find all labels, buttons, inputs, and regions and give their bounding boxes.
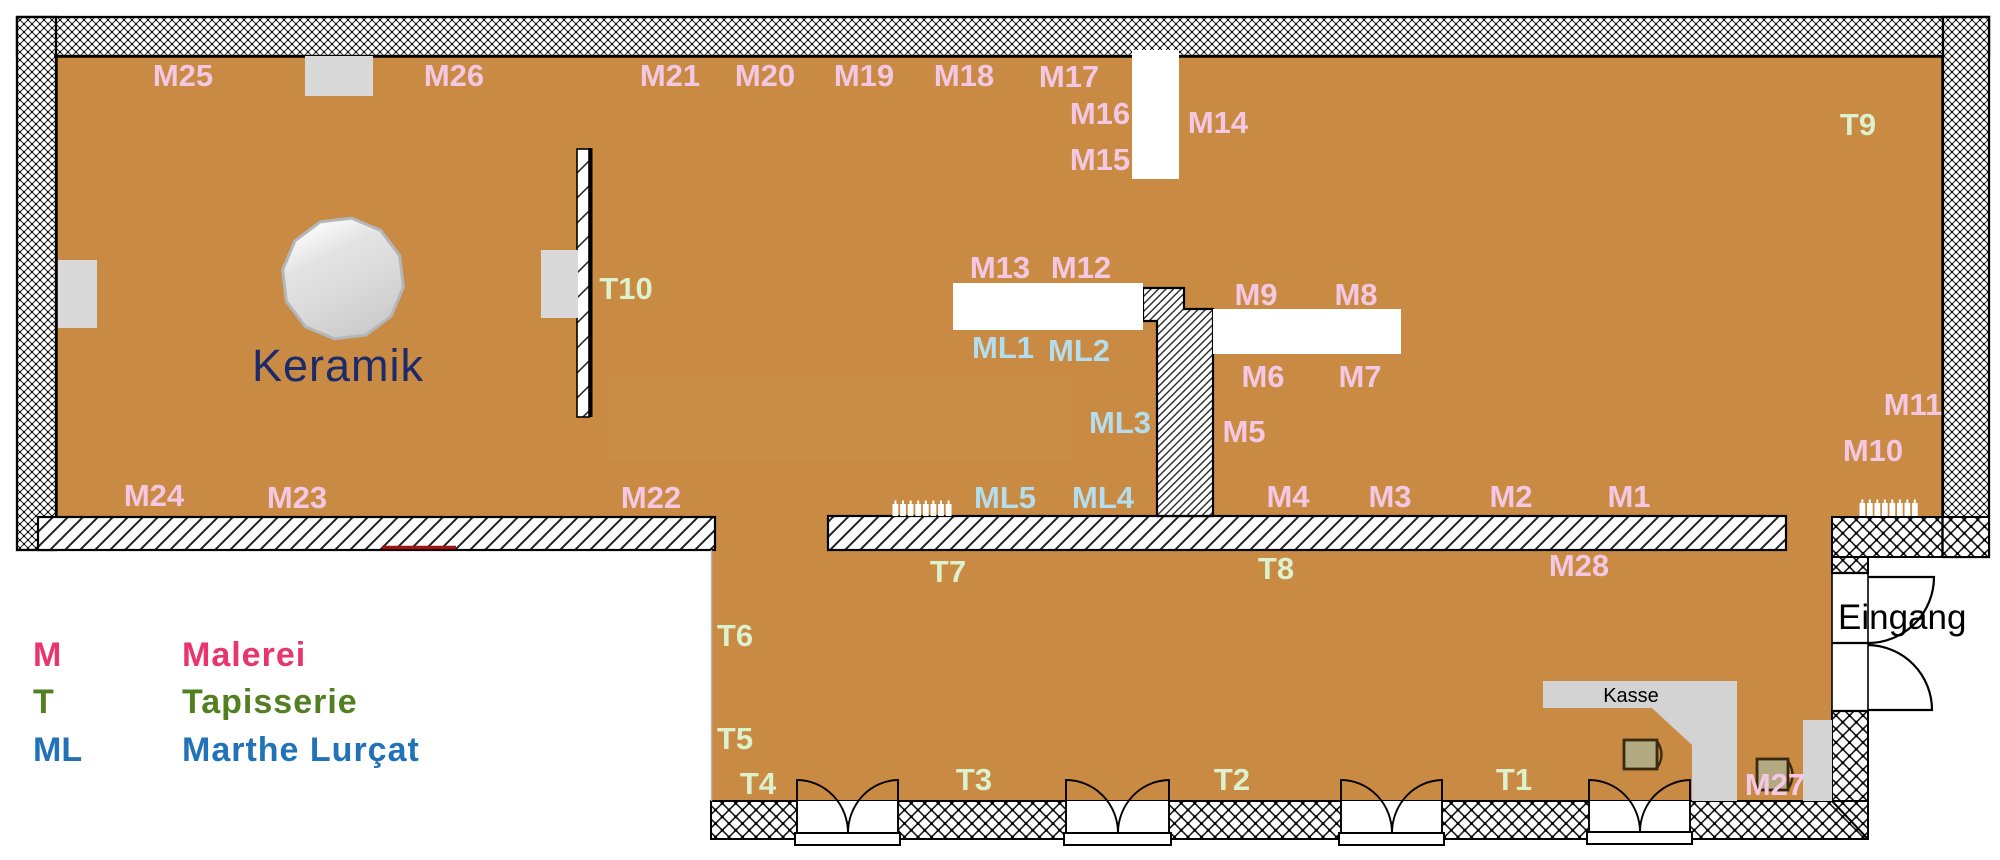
svg-text:T3: T3 <box>956 762 992 797</box>
svg-text:T10: T10 <box>599 271 652 306</box>
svg-text:T2: T2 <box>1214 762 1250 797</box>
svg-text:T5: T5 <box>717 721 753 756</box>
svg-text:T4: T4 <box>740 766 777 801</box>
svg-text:ML3: ML3 <box>1089 405 1151 440</box>
svg-text:T9: T9 <box>1840 107 1876 142</box>
svg-text:M17: M17 <box>1039 59 1099 94</box>
svg-text:Malerei: Malerei <box>182 636 306 674</box>
svg-text:M7: M7 <box>1338 359 1381 394</box>
svg-text:M14: M14 <box>1188 105 1249 140</box>
svg-text:M11: M11 <box>1884 387 1943 422</box>
svg-text:M25: M25 <box>153 58 213 93</box>
svg-text:M9: M9 <box>1234 277 1277 312</box>
svg-text:ML5: ML5 <box>974 480 1036 515</box>
svg-text:ML: ML <box>33 731 82 769</box>
svg-text:M4: M4 <box>1266 479 1310 514</box>
svg-text:M27: M27 <box>1745 767 1805 802</box>
svg-text:T1: T1 <box>1496 762 1532 797</box>
svg-text:M2: M2 <box>1489 479 1532 514</box>
svg-text:M24: M24 <box>124 478 185 513</box>
svg-text:M22: M22 <box>621 480 681 515</box>
svg-text:M28: M28 <box>1549 548 1609 583</box>
svg-text:Keramik: Keramik <box>252 340 424 391</box>
svg-text:M1: M1 <box>1607 479 1650 514</box>
svg-text:M21: M21 <box>640 58 700 93</box>
svg-text:ML4: ML4 <box>1072 480 1135 515</box>
svg-text:ML2: ML2 <box>1048 333 1110 368</box>
svg-text:M16: M16 <box>1070 96 1130 131</box>
svg-text:M: M <box>33 636 61 674</box>
svg-text:M3: M3 <box>1368 479 1411 514</box>
svg-text:Eingang: Eingang <box>1838 598 1966 637</box>
svg-text:M19: M19 <box>834 58 894 93</box>
svg-text:M13: M13 <box>970 250 1030 285</box>
svg-text:M23: M23 <box>267 480 327 515</box>
svg-text:T7: T7 <box>930 554 966 589</box>
svg-text:T6: T6 <box>717 618 753 653</box>
svg-text:Kasse: Kasse <box>1603 685 1659 707</box>
svg-text:M10: M10 <box>1843 433 1903 468</box>
svg-text:Marthe Lurçat: Marthe Lurçat <box>182 731 420 769</box>
svg-text:M15: M15 <box>1070 142 1130 177</box>
svg-text:Tapisserie: Tapisserie <box>182 683 358 721</box>
svg-text:T: T <box>33 683 54 721</box>
svg-text:M8: M8 <box>1334 277 1377 312</box>
svg-text:M6: M6 <box>1241 359 1284 394</box>
svg-text:M5: M5 <box>1222 414 1265 449</box>
svg-text:M12: M12 <box>1051 250 1111 285</box>
svg-text:M26: M26 <box>424 58 484 93</box>
svg-text:M20: M20 <box>735 58 795 93</box>
svg-text:M18: M18 <box>934 58 994 93</box>
svg-text:T8: T8 <box>1258 551 1294 586</box>
svg-text:ML1: ML1 <box>972 330 1034 365</box>
